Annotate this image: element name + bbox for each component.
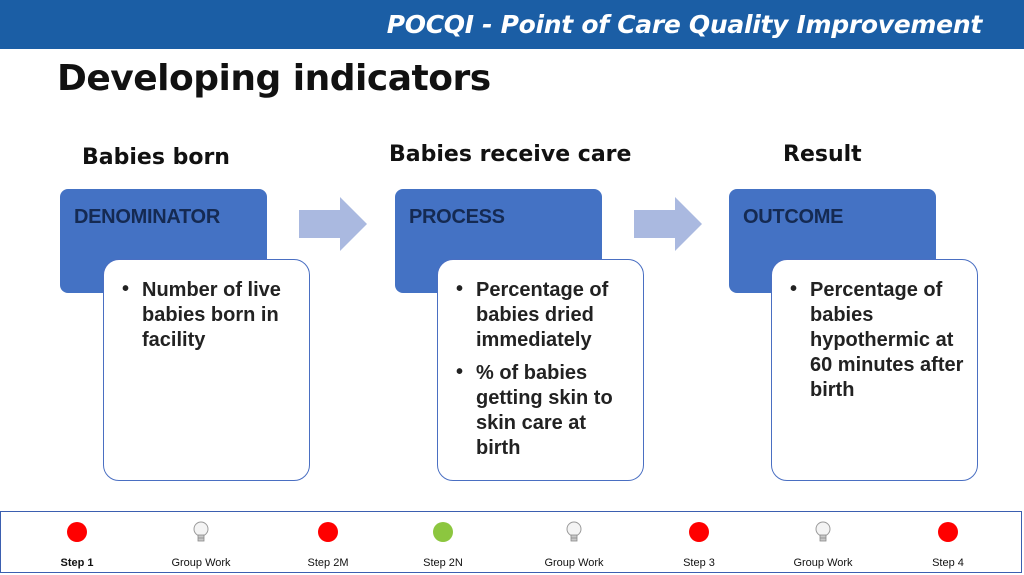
bullet-dot: • [790, 278, 798, 300]
bullet-dot: • [456, 361, 464, 383]
right-arrow-icon [299, 197, 367, 251]
step-label: Group Work [544, 557, 604, 569]
green-dot-icon [433, 522, 453, 542]
bullet-text: Percentage of babies hypothermic at 60 m… [810, 279, 964, 401]
group-work-link[interactable]: Group Work [519, 512, 629, 572]
lightbulb-icon [815, 521, 831, 542]
column-heading-denominator: Babies born [82, 145, 230, 170]
red-dot-icon [689, 522, 709, 542]
red-dot-icon [318, 522, 338, 542]
bullet-dot: • [122, 278, 130, 300]
process-details: •Percentage of babies dried immediately … [437, 259, 644, 481]
lightbulb-icon [566, 521, 582, 542]
denominator-details: • Number of live babies born in facility [103, 259, 310, 481]
step-label: Step 2N [423, 557, 463, 569]
outcome-label: OUTCOME [743, 206, 844, 228]
group-work-link[interactable]: Group Work [768, 512, 878, 572]
bullet-text: % of babies getting skin to skin care at… [476, 362, 613, 459]
right-arrow-icon [634, 197, 702, 251]
header-title: POCQI - Point of Care Quality Improvemen… [386, 10, 983, 39]
step-1-link[interactable]: Step 1 [22, 512, 132, 572]
outcome-bullet-list: • Percentage of babies hypothermic at 60 … [790, 278, 967, 411]
step-2n-link[interactable]: Step 2N [388, 512, 498, 572]
red-dot-icon [938, 522, 958, 542]
step-label: Group Work [793, 557, 853, 569]
step-label: Step 3 [683, 557, 715, 569]
page-title: Developing indicators [57, 58, 491, 99]
group-work-link[interactable]: Group Work [146, 512, 256, 572]
column-heading-process: Babies receive care [389, 142, 632, 167]
bullet-dot: • [456, 278, 464, 300]
step-2m-link[interactable]: Step 2M [273, 512, 383, 572]
bullet-text: Number of live babies born in facility [142, 279, 281, 351]
bullet-item: • Percentage of babies dried immediately [456, 278, 633, 353]
lightbulb-icon [193, 521, 209, 542]
bullet-item: • Percentage of babies hypothermic at 60 … [790, 278, 967, 403]
outcome-details: • Percentage of babies hypothermic at 60 … [771, 259, 978, 481]
bullet-item: • Number of live babies born in facility [122, 278, 299, 353]
step-label: Step 2M [307, 557, 349, 569]
step-4-link[interactable]: Step 4 [893, 512, 1003, 572]
step-label: Step 4 [932, 557, 964, 569]
column-heading-outcome: Result [783, 142, 862, 167]
denominator-label: DENOMINATOR [74, 206, 220, 228]
red-dot-icon [67, 522, 87, 542]
step-3-link[interactable]: Step 3 [644, 512, 754, 572]
bullet-item: • % of babies getting skin to skin care a… [456, 361, 633, 461]
process-bullet-list: •Percentage of babies dried immediately … [456, 278, 633, 469]
bullet-text: Percentage of babies dried immediately [476, 279, 609, 351]
step-label: Group Work [171, 557, 231, 569]
process-label: PROCESS [409, 206, 505, 228]
header-bar: POCQI - Point of Care Quality Improvemen… [0, 0, 1024, 49]
denominator-bullet-list: • Number of live babies born in facility [122, 278, 299, 361]
step-label: Step 1 [60, 557, 94, 569]
step-navigation-bar: Step 1 Group Work Step 2M Step 2N Group … [0, 511, 1022, 573]
